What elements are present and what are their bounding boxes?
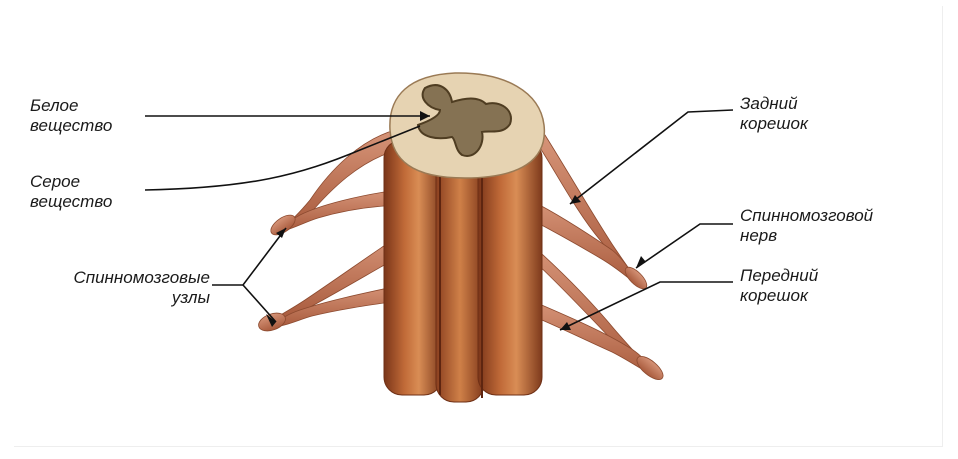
gray-matter-leader <box>145 126 420 190</box>
posterior-root-leader <box>570 110 733 204</box>
label-posterior-root: Задний корешок <box>740 94 808 134</box>
cord-cross-section <box>390 73 545 178</box>
label-spinal-ganglia: Спинномозговые узлы <box>30 268 210 308</box>
lower-right-ganglion <box>633 352 667 383</box>
label-spinal-ganglia-line1: Спинномозговые <box>30 268 210 288</box>
ganglia-leader-lower <box>243 285 276 322</box>
label-posterior-root-line1: Задний <box>740 94 808 114</box>
label-anterior-root: Передний корешок <box>740 266 818 306</box>
label-white-matter: Белое вещество <box>30 96 112 136</box>
label-white-matter-line1: Белое <box>30 96 112 116</box>
label-gray-matter-line1: Серое <box>30 172 112 192</box>
label-gray-matter: Серое вещество <box>30 172 112 212</box>
spinal-cord-columns <box>384 140 542 402</box>
label-anterior-root-line2: корешок <box>740 286 818 306</box>
label-spinal-nerve-line1: Спинномозговой <box>740 206 873 226</box>
label-spinal-ganglia-line2: узлы <box>30 288 210 308</box>
label-gray-matter-line2: вещество <box>30 192 112 212</box>
label-spinal-nerve-line2: нерв <box>740 226 873 246</box>
spinal-nerve-leader <box>636 224 733 268</box>
label-spinal-nerve: Спинномозговой нерв <box>740 206 873 246</box>
ganglia-leader-upper <box>212 228 286 285</box>
right-nerve-roots <box>530 135 667 384</box>
label-anterior-root-line1: Передний <box>740 266 818 286</box>
label-posterior-root-line2: корешок <box>740 114 808 134</box>
label-white-matter-line2: вещество <box>30 116 112 136</box>
